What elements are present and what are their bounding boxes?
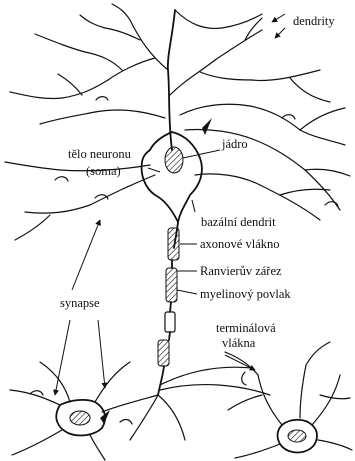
label-ranvieruv-zarez: Ranvierův zářez	[200, 264, 282, 278]
label-dendrity: dendrity	[293, 14, 335, 28]
terminal-fibers	[160, 367, 270, 395]
label-synapse: synapse	[60, 296, 100, 310]
label-axonove-vlakno: axonové vlákno	[200, 237, 280, 251]
label-soma: (soma)	[86, 164, 121, 178]
label-jadro: jádro	[221, 137, 248, 151]
label-myelinovy-povlak: myelinový povlak	[200, 287, 291, 301]
myelin-segment	[158, 340, 169, 366]
nucleus	[165, 147, 183, 173]
label-terminalova: terminálová	[216, 321, 276, 335]
lower-left-neuron	[10, 362, 185, 460]
myelin-segment	[168, 228, 179, 260]
label-bazalni-dendrit: bazální dendrit	[201, 215, 276, 229]
label-vlakna: vlákna	[222, 336, 256, 350]
labels: dendrity jádro tělo neuronu (soma) bazál…	[60, 14, 335, 350]
apical-dendrites	[5, 4, 350, 240]
axon	[158, 222, 179, 395]
label-telo-neuronu: tělo neuronu	[68, 147, 132, 161]
myelin-segment	[166, 268, 177, 302]
lower-right-neuron	[225, 342, 352, 458]
